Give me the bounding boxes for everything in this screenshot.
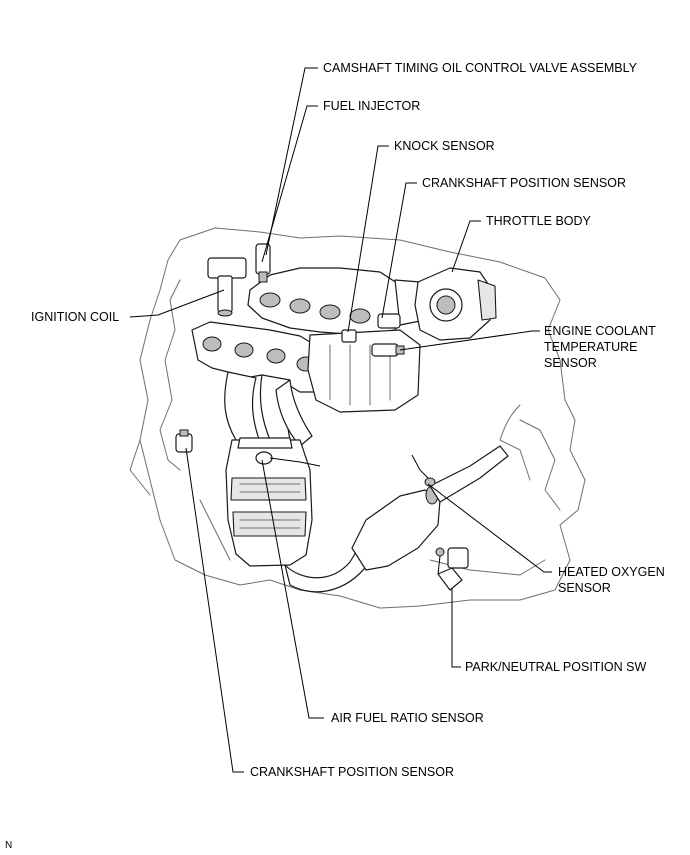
label-crankshaft-sensor-bottom: CRANKSHAFT POSITION SENSOR [250,765,454,779]
crankshaft-sensor-top-part [377,313,401,329]
corner-mark: N [5,840,13,851]
park-neutral-switch-part [435,547,469,591]
exhaust-pipe [284,404,521,593]
label-heated-oxygen-sensor: HEATED OXYGEN SENSOR [558,564,665,596]
leader-lines [129,67,552,773]
label-throttle-body: THROTTLE BODY [486,214,591,228]
throttle-body-part [414,267,497,341]
label-knock-sensor: KNOCK SENSOR [394,139,495,153]
crankshaft-sensor-bottom-part [175,429,193,453]
label-air-fuel-ratio-sensor: AIR FUEL RATIO SENSOR [331,711,484,725]
label-ect-sensor: ENGINE COOLANT TEMPERATURE SENSOR [544,323,656,371]
label-ect-sensor-line1: ENGINE COOLANT [544,324,656,338]
label-ect-sensor-line2: TEMPERATURE [544,340,638,354]
o2-sensor-wire [411,454,431,481]
label-heated-oxygen-line1: HEATED OXYGEN [558,565,665,579]
label-fuel-injector: FUEL INJECTOR [323,99,421,113]
label-park-neutral-switch: PARK/NEUTRAL POSITION SW [465,660,647,674]
label-heated-oxygen-line2: SENSOR [558,581,611,595]
catalytic-converter [225,437,313,567]
label-camshaft-ocv: CAMSHAFT TIMING OIL CONTROL VALVE ASSEMB… [323,61,637,75]
heated-oxygen-sensor-body [424,477,436,487]
exhaust-manifold [191,321,331,447]
air-fuel-ratio-sensor-part [255,451,321,467]
label-crankshaft-sensor-top: CRANKSHAFT POSITION SENSOR [422,176,626,190]
label-ignition-coil: IGNITION COIL [31,310,120,324]
label-ect-sensor-line3: SENSOR [544,356,597,370]
knock-sensor-part [341,329,357,343]
ect-sensor-part [371,343,405,357]
ignition-coil-part [207,257,247,317]
